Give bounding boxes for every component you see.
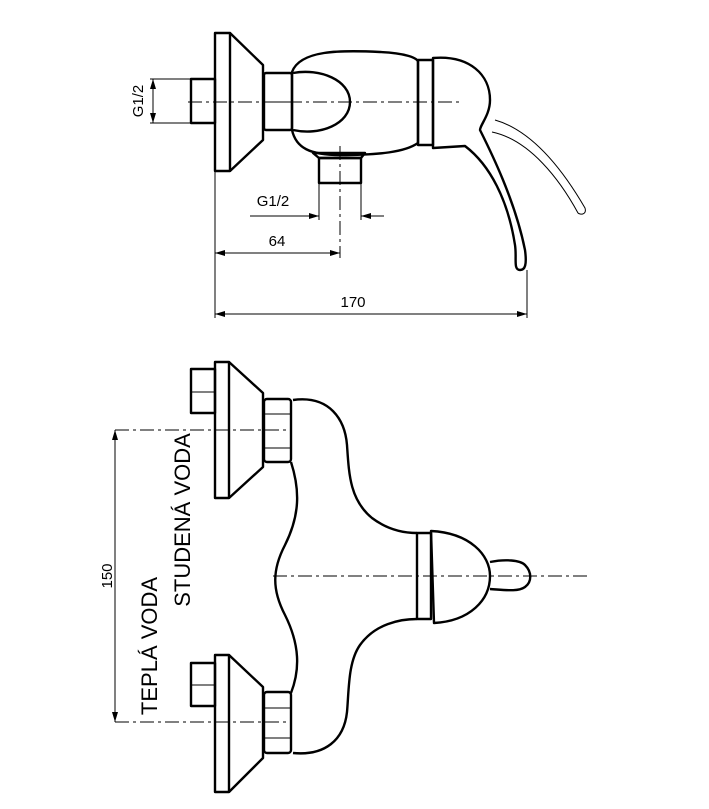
lever-handle — [431, 56, 527, 272]
total-depth-dim: 170 — [340, 294, 365, 311]
outlet-thread-dim: G1/2 — [257, 193, 290, 210]
lever-knob — [489, 559, 532, 592]
cartridge-cap — [429, 529, 492, 625]
lever-alt-position — [491, 119, 586, 215]
inlet-pipe — [189, 77, 217, 125]
front-view: 150 TEPLÁ VODA STUDENÁ VODA — [99, 360, 590, 794]
inlet-thread-dim: G1/2 — [130, 85, 147, 118]
cold-water-label: STUDENÁ VODA — [170, 433, 195, 607]
outlet-offset-dim: 64 — [269, 233, 286, 250]
hot-water-label: TEPLÁ VODA — [137, 577, 162, 715]
top-inlet-pipe — [189, 367, 217, 415]
bottom-wall-flange — [213, 653, 231, 794]
inlet-spacing-dim: 150 — [99, 563, 116, 588]
side-view: G1/2 G1/2 64 170 — [130, 31, 586, 318]
valve-body — [274, 398, 418, 755]
valve-body — [290, 50, 420, 157]
